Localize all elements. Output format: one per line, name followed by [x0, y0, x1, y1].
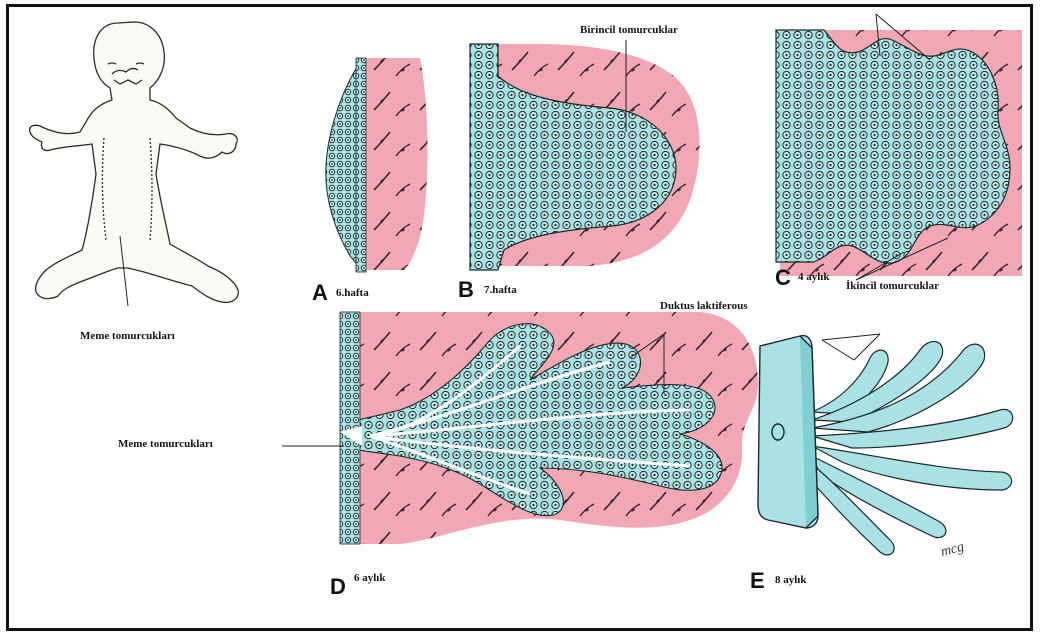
panel-b-drawing: [470, 44, 699, 270]
primary-buds-label: Birincil tomurcuklar: [580, 24, 678, 36]
panel-e-drawing: [758, 336, 1013, 555]
panel-e-letter: E: [750, 568, 765, 594]
artist-signature: mcg: [939, 540, 965, 560]
panel-e-caption: 8 aylık: [775, 574, 806, 586]
e-leader-2: [822, 334, 880, 340]
panel-c-letter: C: [775, 265, 791, 291]
secondary-buds-label: İkincil tomurcuklar: [846, 280, 939, 292]
embryo-drawing: [30, 22, 239, 302]
panel-a-letter: A: [312, 280, 328, 306]
panel-b-letter: B: [458, 277, 474, 303]
panel-d-letter: D: [330, 574, 346, 600]
panel-c-drawing: [776, 30, 1022, 276]
e-leader-1: [822, 340, 854, 360]
panel-a-drawing: [326, 58, 428, 272]
lactiferous-ducts-label: Duktus laktiferous: [660, 300, 748, 312]
panel-b-caption: 7.hafta: [484, 284, 517, 296]
embryo-buds-label: Meme tomurcukları: [80, 330, 175, 342]
d-nipple-buds-label: Meme tomurcukları: [118, 438, 213, 450]
panel-c-caption: 4 aylık: [798, 271, 829, 283]
panel-d-drawing: [340, 312, 758, 544]
panel-d-caption: 6 aylık: [354, 572, 385, 584]
panel-a-caption: 6.hafta: [336, 287, 369, 299]
